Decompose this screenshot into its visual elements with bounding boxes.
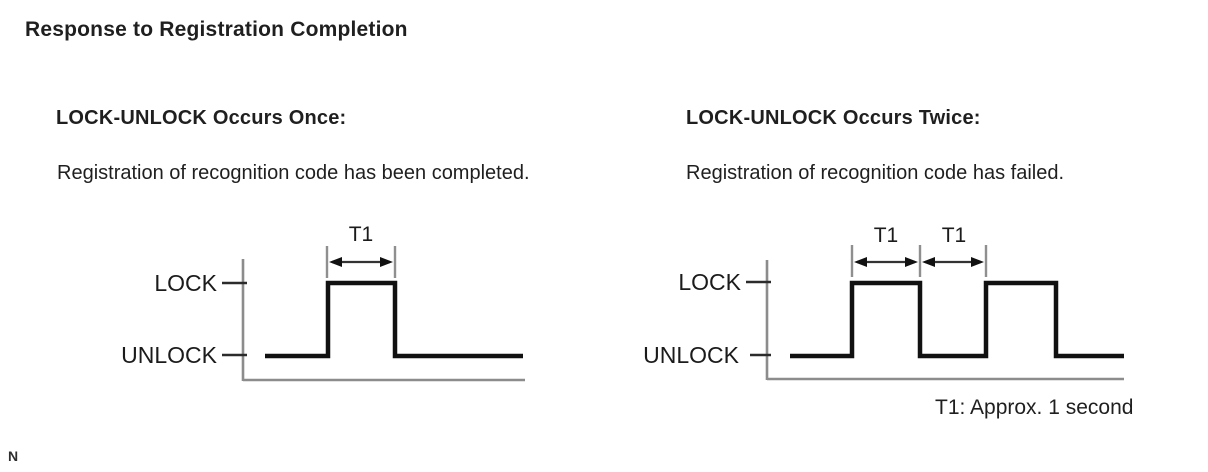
signal-waveform (265, 280, 523, 359)
t1-dimension-arrow (922, 257, 984, 267)
section-heading-once: LOCK-UNLOCK Occurs Once: (56, 107, 347, 129)
t1-interval-label: T1 (874, 224, 899, 247)
t1-note: T1: Approx. 1 second (935, 396, 1134, 419)
page-title: Response to Registration Completion (25, 18, 408, 41)
page-margin-letter: N (8, 448, 19, 464)
timing-diagram-twice: T1 T1 LOCK UNLOCK (643, 224, 1124, 381)
signal-waveform (790, 280, 1124, 359)
section-heading-twice: LOCK-UNLOCK Occurs Twice: (686, 107, 981, 129)
t1-dimension-arrow (854, 257, 918, 267)
t1-interval-label: T1 (942, 224, 967, 247)
t1-dimension-arrow (329, 257, 393, 267)
t1-interval-label: T1 (349, 223, 374, 246)
section-description-twice: Registration of recognition code has fai… (686, 162, 1065, 184)
lock-label: LOCK (154, 270, 217, 296)
section-description-once: Registration of recognition code has bee… (57, 162, 530, 184)
timing-diagram-once: T1 LOCK UNLOCK (121, 223, 525, 382)
lock-label: LOCK (678, 269, 741, 295)
unlock-label: UNLOCK (643, 342, 740, 368)
unlock-label: UNLOCK (121, 342, 218, 368)
